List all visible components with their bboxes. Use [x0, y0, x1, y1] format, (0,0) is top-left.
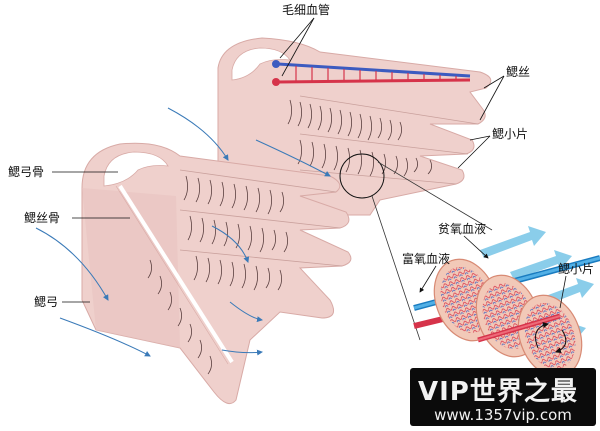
- filament-bone-label: 鳃丝骨: [24, 211, 61, 225]
- gill-filament-label: 鳃丝: [506, 65, 531, 79]
- gill-raker-bone-label: 鳃弓骨: [8, 165, 45, 179]
- lamella-detail: [413, 226, 600, 378]
- deoxygenated-blood-label: 贫氧血液: [438, 222, 487, 236]
- leader-lines: [52, 17, 567, 309]
- magnifier: [339, 153, 493, 341]
- watermark-logo: VIP世界之最 www.1357vip.com: [410, 368, 596, 426]
- capillary-label: 毛细血管: [282, 3, 331, 17]
- watermark-brand: VIP世界之最: [418, 377, 578, 407]
- gill-arch-label: 鳃弓: [34, 295, 59, 309]
- watermark-url: www.1357vip.com: [434, 406, 572, 424]
- water-flow-arrows: [35, 107, 331, 357]
- gill-lamella-label: 鳃小片: [492, 127, 529, 141]
- gill-lamella-detail-label: 鳃小片: [558, 262, 595, 276]
- lower-gill-arch: [81, 142, 352, 405]
- oxygenated-blood-label: 富氧血液: [402, 252, 451, 266]
